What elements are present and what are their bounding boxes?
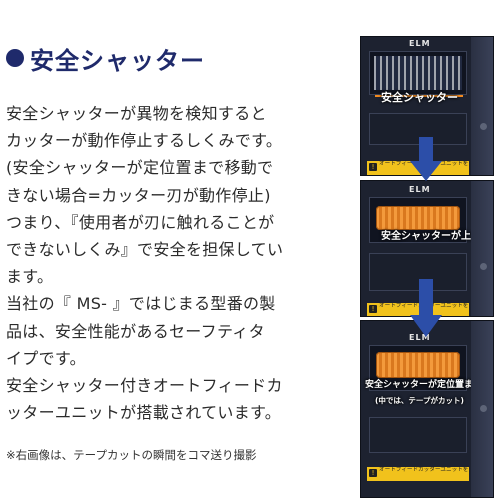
- body-line: イプです。: [6, 348, 86, 368]
- section-heading: 安全シャッター: [6, 38, 205, 78]
- body-line: (安全シャッターが定位置まで移動で: [6, 158, 274, 178]
- screw-icon: [480, 263, 487, 270]
- photo-shutter-closed: ELM 安全シャッター オートフィードカッターユニットを: [360, 36, 494, 176]
- warning-label: オートフィードカッターユニットを: [367, 467, 469, 481]
- body-line: ッターユニットが搭載されています。: [6, 403, 282, 423]
- machine-body: [369, 113, 467, 145]
- cutter-slot: [369, 345, 467, 391]
- orange-shutter: [376, 352, 460, 378]
- body-line: カッターが動作停止するしくみです。: [6, 131, 283, 151]
- shutter-slats: [374, 56, 462, 90]
- body-line: きない場合=カッター刃が動作停止): [6, 185, 271, 205]
- body-line: 品は、安全性能があるセーフティタ: [6, 321, 265, 341]
- page-title: 安全シャッター: [30, 46, 205, 75]
- description-text: 安全シャッターが異物を検知すると カッターが動作停止するしくみです。 (安全シャ…: [6, 100, 284, 426]
- screw-icon: [480, 123, 487, 130]
- photo-shutter-in-position: ELM 安全シャッターが定位置まで移動 (中では、テープがカット) オートフィー…: [360, 320, 494, 498]
- cutter-slot: [369, 197, 467, 243]
- machine-frame: [471, 181, 493, 316]
- machine-body: [369, 417, 467, 453]
- body-line: 安全シャッターが異物を検知すると: [6, 104, 267, 123]
- brand-logo: ELM: [409, 333, 431, 342]
- body-line: 当社の『 MS- 』ではじまる型番の製: [6, 294, 276, 314]
- footnote: ※右画像は、テープカットの瞬間をコマ送り撮影: [6, 448, 257, 462]
- bullet-icon: [6, 49, 24, 67]
- photo-caption-sub: (中では、テープがカット): [375, 396, 464, 405]
- body-line: できないしくみ』で安全を担保してい: [6, 240, 284, 260]
- brand-logo: ELM: [409, 39, 431, 48]
- machine-body: [369, 253, 467, 291]
- photo-caption: 安全シャッターが上がる: [381, 231, 491, 242]
- down-arrow-icon: [410, 279, 442, 337]
- brand-logo: ELM: [409, 185, 431, 194]
- body-line: 安全シャッター付きオートフィードカ: [6, 376, 283, 396]
- orange-shutter: [376, 206, 460, 230]
- body-line: ます。: [6, 267, 54, 287]
- screw-icon: [480, 405, 487, 412]
- photo-caption: 安全シャッターが定位置まで移動: [365, 380, 494, 390]
- body-line: つまり、『使用者が刃に触れることが: [6, 212, 275, 232]
- cutter-slot: [369, 51, 467, 95]
- photo-caption: 安全シャッター: [381, 91, 458, 104]
- down-arrow-icon: [410, 137, 442, 181]
- shutter-edge: [375, 95, 463, 97]
- machine-frame: [471, 321, 493, 497]
- machine-frame: [471, 37, 493, 175]
